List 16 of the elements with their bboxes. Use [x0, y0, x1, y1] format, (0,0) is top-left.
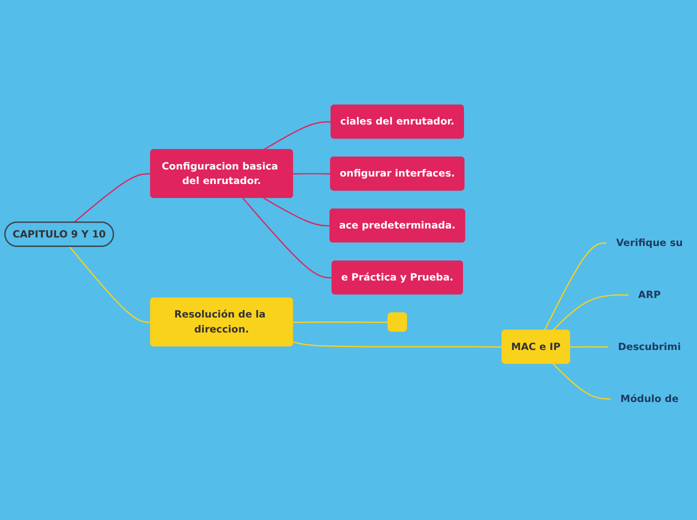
- connector: [74, 173, 151, 223]
- node-text: Verifique su: [616, 236, 683, 248]
- connector: [552, 294, 630, 331]
- connector: [293, 172, 331, 174]
- connector: [263, 121, 332, 150]
- connector: [552, 363, 612, 400]
- connector: [293, 321, 388, 323]
- connector: [570, 346, 610, 348]
- connector: [69, 246, 151, 323]
- connector: [292, 341, 502, 348]
- connector: [242, 197, 332, 278]
- connector: [263, 197, 330, 226]
- node-text: Descubrimi: [618, 340, 681, 352]
- node-text: Módulo de: [620, 392, 679, 404]
- connector: [544, 242, 608, 330]
- node-text: ARP: [638, 288, 661, 300]
